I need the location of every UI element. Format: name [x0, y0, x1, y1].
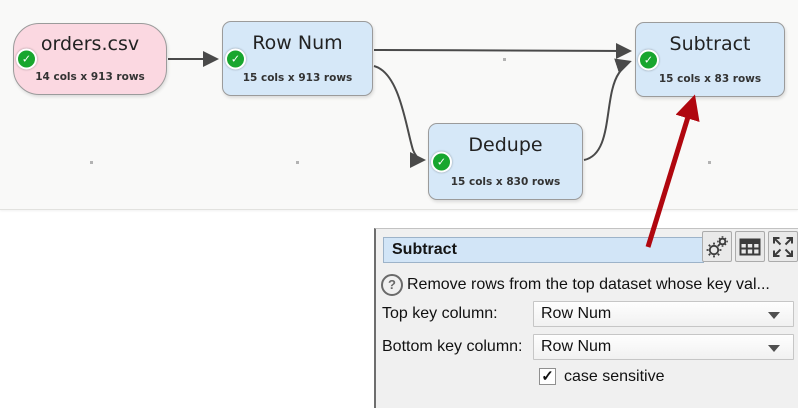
bottom-key-column-select[interactable]: Row Num [533, 334, 794, 360]
node-title: Dedupe [468, 134, 543, 156]
node-title: Subtract [669, 33, 751, 55]
options-button[interactable] [702, 231, 732, 262]
bottom-key-column-label: Bottom key column: [382, 338, 523, 355]
bottom-key-column-value: Row Num [541, 338, 612, 355]
top-key-column-label: Top key column: [382, 305, 498, 322]
transform-name-input[interactable] [383, 237, 704, 263]
edge-rownum-to-dedupe [373, 65, 426, 168]
node-subtitle: 15 cols x 83 rows [658, 73, 762, 85]
flow-canvas[interactable]: ✓ orders.csv 14 cols x 913 rows ✓ Row Nu… [0, 0, 798, 210]
node-subtitle: 15 cols x 913 rows [242, 72, 353, 84]
case-sensitive-checkbox[interactable]: ✓ [539, 368, 556, 385]
expand-icon [773, 236, 793, 257]
node-subtitle: 14 cols x 913 rows [35, 71, 145, 83]
status-ok-icon: ✓ [225, 48, 246, 69]
node-title: orders.csv [40, 33, 140, 55]
show-table-button[interactable] [735, 231, 765, 262]
flow-edges [168, 42, 632, 168]
status-ok-icon: ✓ [431, 151, 452, 172]
node-orders-csv[interactable]: ✓ orders.csv 14 cols x 913 rows [13, 23, 167, 95]
grid-dot [296, 161, 299, 164]
gears-icon [706, 235, 728, 257]
check-icon: ✓ [541, 368, 554, 385]
edge-rownum-to-subtract [373, 42, 632, 59]
transform-properties-panel: ? Remove rows from the top dataset whose… [374, 228, 798, 408]
help-icon[interactable]: ? [381, 274, 403, 296]
status-ok-icon: ✓ [16, 48, 37, 70]
chevron-down-icon [768, 345, 780, 352]
node-subtract[interactable]: ✓ Subtract 15 cols x 83 rows [635, 22, 785, 97]
chevron-down-icon [768, 312, 780, 319]
transform-description: Remove rows from the top dataset whose k… [407, 276, 770, 293]
top-key-column-select[interactable]: Row Num [533, 301, 794, 327]
case-sensitive-label: case sensitive [564, 368, 665, 385]
node-row-num[interactable]: ✓ Row Num 15 cols x 913 rows [222, 21, 373, 96]
node-title: Row Num [252, 32, 343, 54]
edge-dedupe-to-subtract [583, 58, 632, 161]
grid-dot [708, 161, 711, 164]
node-subtitle: 15 cols x 830 rows [450, 176, 561, 188]
maximize-button[interactable] [768, 231, 798, 262]
node-dedupe[interactable]: ✓ Dedupe 15 cols x 830 rows [428, 123, 583, 200]
top-key-column-value: Row Num [541, 305, 612, 322]
status-ok-icon: ✓ [638, 49, 659, 70]
grid-dot [503, 58, 506, 61]
grid-dot [90, 161, 93, 164]
table-icon [739, 238, 761, 255]
